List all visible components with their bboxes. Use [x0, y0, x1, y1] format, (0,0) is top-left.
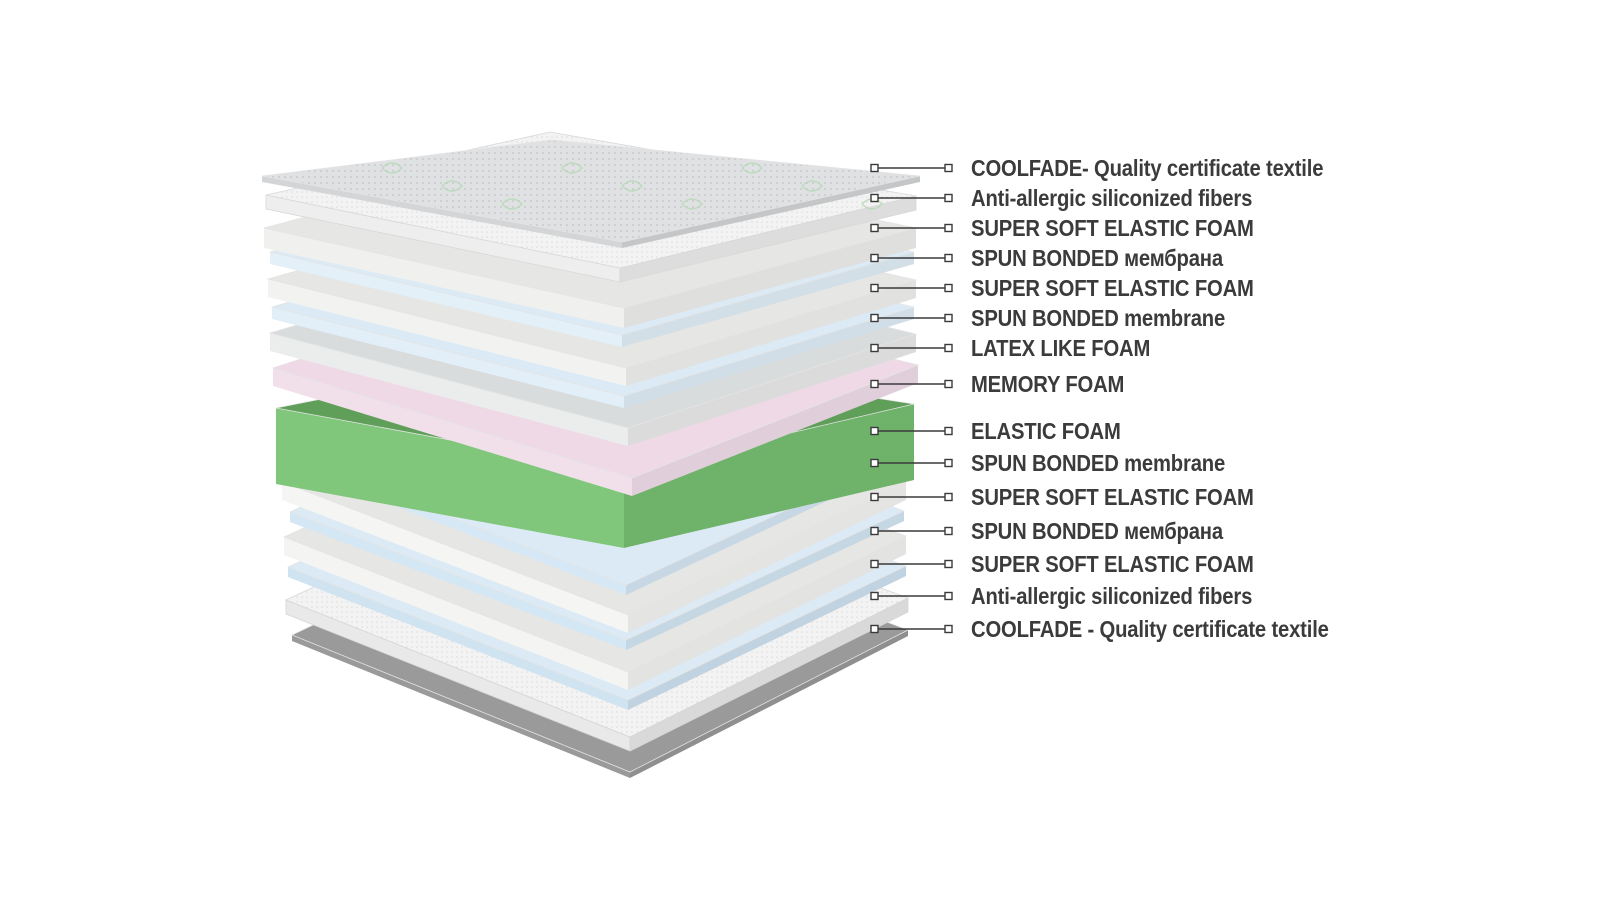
layer-label-coolfade-top: COOLFADE- Quality certificate textile: [971, 155, 1324, 181]
callout-5: [870, 283, 953, 293]
callout-15: [870, 624, 953, 634]
layer-label-membrane-3: SPUN BONDED membrane: [971, 450, 1226, 476]
callout-3: [870, 223, 953, 233]
callout-6: [870, 313, 953, 323]
layer-label-latex-foam: LATEX LIKE FOAM: [971, 335, 1151, 361]
layer-label-soft-foam-2: SUPER SOFT ELASTIC FOAM: [971, 275, 1254, 301]
layer-label-membrane-2: SPUN BONDED membrane: [971, 305, 1226, 331]
callout-10: [870, 458, 953, 468]
callout-7: [870, 343, 953, 353]
callout-11: [870, 492, 953, 502]
callout-8: [870, 379, 953, 389]
layer-label-membrane-4: SPUN BONDED мембрана: [971, 518, 1223, 544]
callout-4: [870, 253, 953, 263]
layer-label-soft-foam-1: SUPER SOFT ELASTIC FOAM: [971, 215, 1254, 241]
callout-1: [870, 163, 953, 173]
layer-label-memory-foam: MEMORY FOAM: [971, 371, 1125, 397]
layer-coolfade-top: [261, 139, 921, 248]
layer-label-fibers-bottom: Anti-allergic siliconized fibers: [971, 583, 1253, 609]
layer-label-soft-foam-4: SUPER SOFT ELASTIC FOAM: [971, 551, 1254, 577]
callout-12: [870, 526, 953, 536]
callout-14: [870, 591, 953, 601]
layer-label-membrane-1: SPUN BONDED мембрана: [971, 245, 1223, 271]
layer-label-fibers-top: Anti-allergic siliconized fibers: [971, 185, 1253, 211]
callout-2: [870, 193, 953, 203]
layer-label-elastic-foam: ELASTIC FOAM: [971, 418, 1121, 444]
callout-13: [870, 559, 953, 569]
layer-label-coolfade-bottom: COOLFADE - Quality certificate textile: [971, 616, 1329, 642]
callout-9: [870, 426, 953, 436]
layer-label-soft-foam-3: SUPER SOFT ELASTIC FOAM: [971, 484, 1254, 510]
